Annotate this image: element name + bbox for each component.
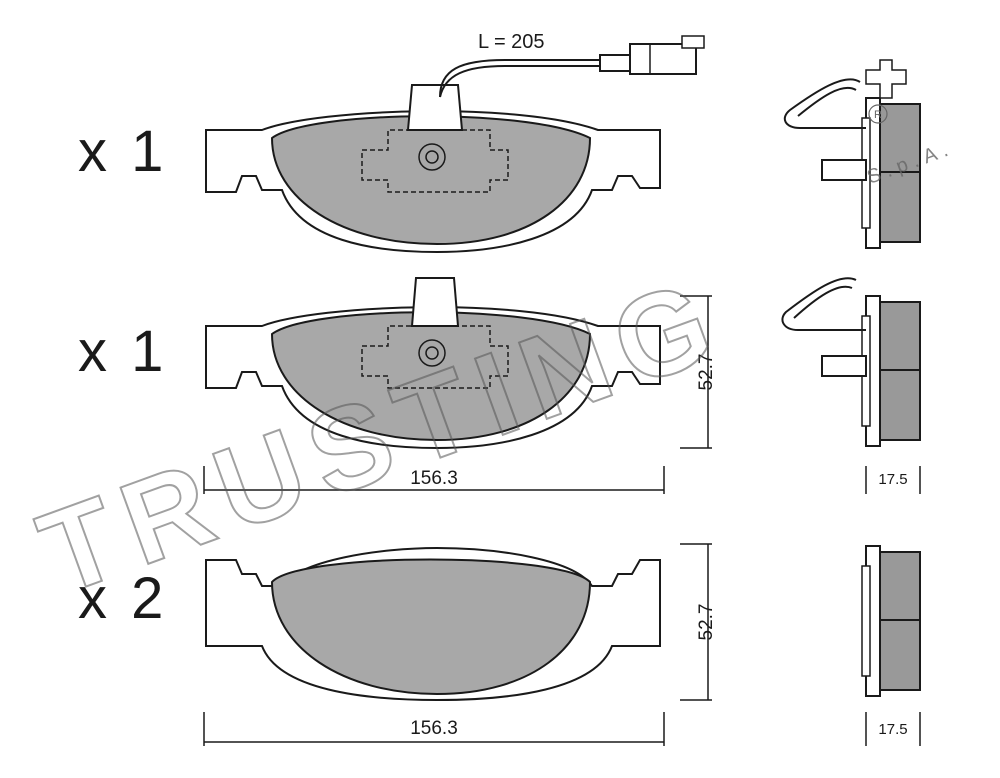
spring-clip-row-2 <box>781 277 867 377</box>
thickness-label-row-2: 17.5 <box>878 471 907 488</box>
width-label-row-3: 156.3 <box>410 718 458 739</box>
quantity-label-row-3: x 2 <box>78 566 168 631</box>
pad-side-view-row-2 <box>861 295 921 447</box>
dimension-lines-row-3 <box>203 543 921 746</box>
thickness-label-row-3: 17.5 <box>878 721 907 738</box>
spring-clip-row-1 <box>783 78 867 181</box>
height-label-row-2: 52.7 <box>696 354 717 391</box>
wire-length-label: L = 205 <box>478 31 545 53</box>
pad-front-view-row-1 <box>205 84 661 253</box>
pad-side-view-row-1 <box>861 59 921 249</box>
width-label-row-2: 156.3 <box>410 468 458 489</box>
quantity-label-row-2: x 1 <box>78 319 168 384</box>
quantity-label-row-1: x 1 <box>78 119 168 184</box>
wear-sensor-wire: L = 205 <box>439 31 705 98</box>
dimension-lines-row-2 <box>203 295 921 494</box>
pad-front-view-row-2 <box>205 277 661 449</box>
pad-side-view-row-3 <box>861 545 921 697</box>
svg-text:R: R <box>874 109 882 121</box>
pad-front-view-row-3 <box>205 546 661 702</box>
height-label-row-3: 52.7 <box>696 604 717 641</box>
registered-mark: R <box>868 104 888 124</box>
